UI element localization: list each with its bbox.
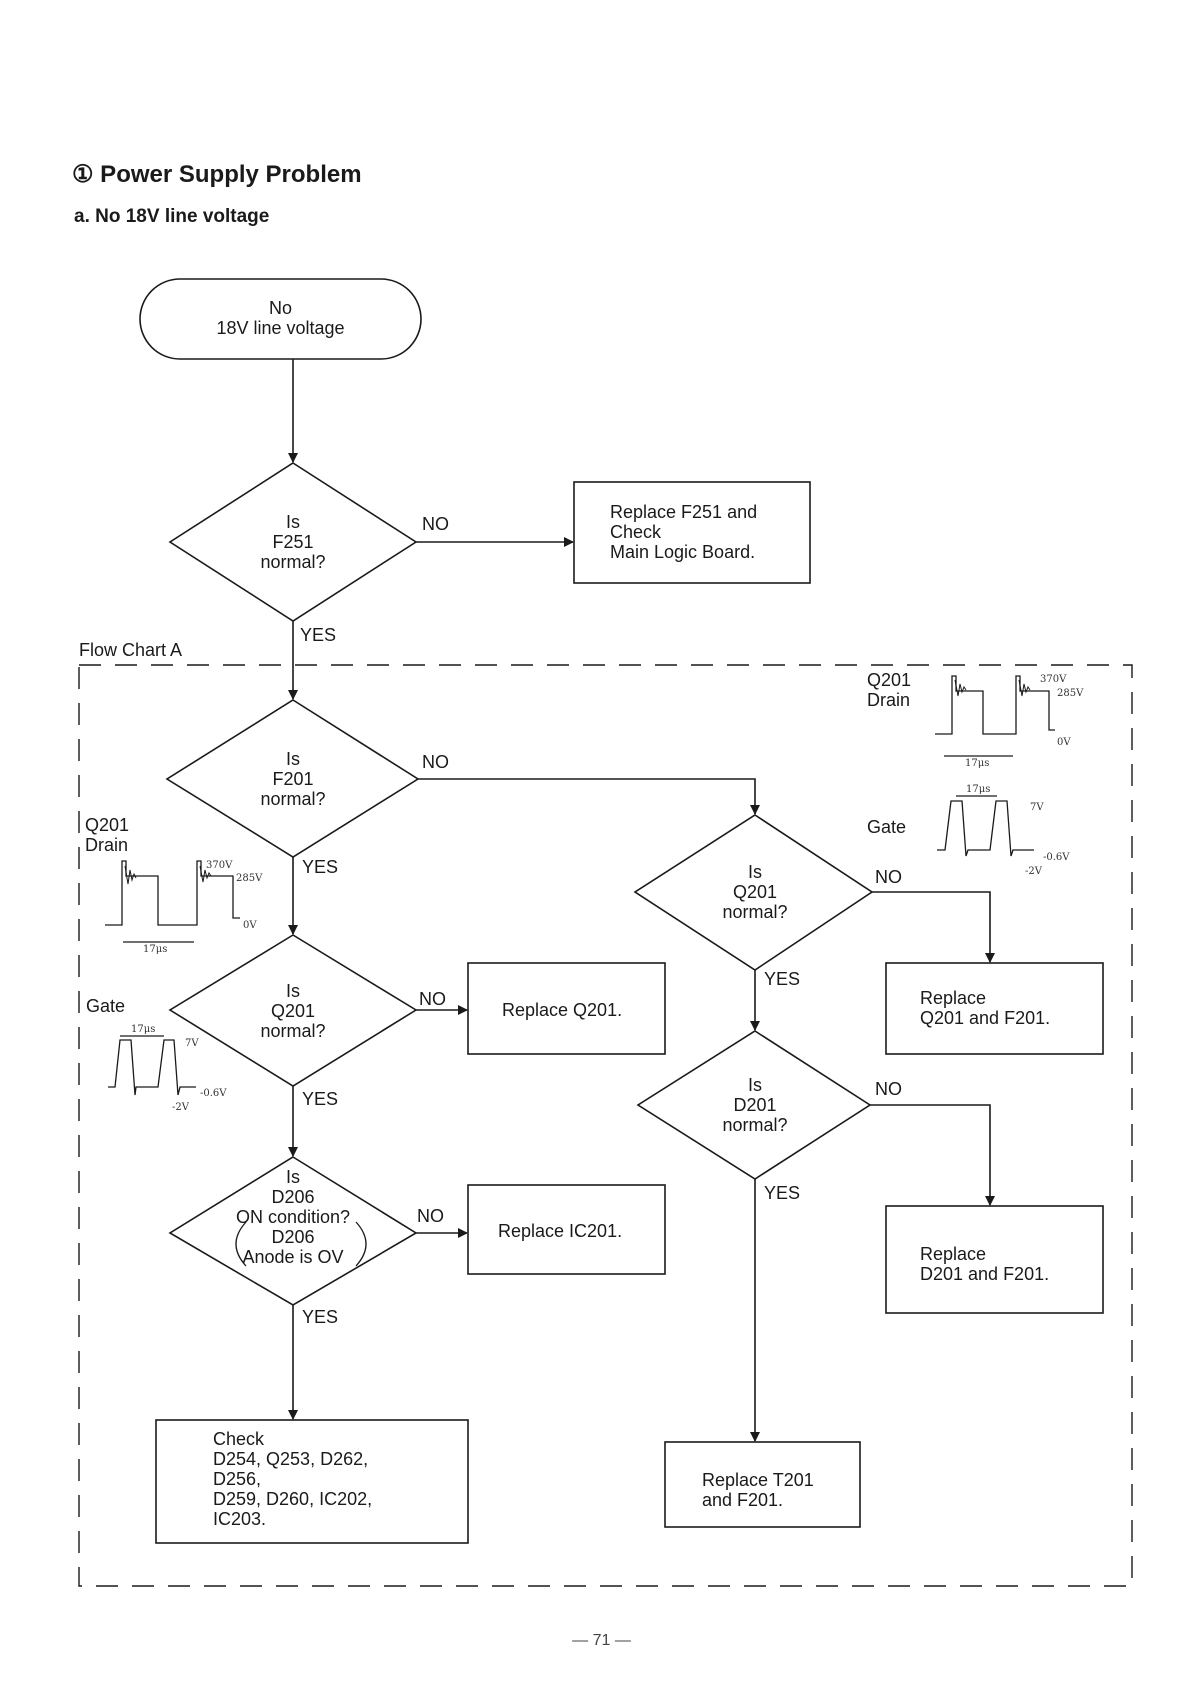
action-replace-t201-f201-box bbox=[664, 1441, 861, 1528]
branch-label-d201-no: NO bbox=[875, 1079, 902, 1099]
gate-high-right: 7V bbox=[1030, 802, 1044, 813]
branch-label-d201-yes: YES bbox=[764, 1183, 801, 1203]
gate-low-left: -0.6V bbox=[200, 1088, 227, 1099]
paren-left bbox=[235, 1221, 247, 1267]
drain-period-left: 17μs bbox=[143, 944, 168, 955]
action-replace-t201-f201-label: Replace T201 and F201. bbox=[702, 1470, 814, 1510]
branch-label-f251-yes: YES bbox=[300, 625, 337, 645]
connector-q201-right-no bbox=[872, 891, 995, 963]
gate-spike-left: -2V bbox=[172, 1102, 189, 1113]
action-replace-q201-f201-label: Replace Q201 and F201. bbox=[920, 988, 1051, 1028]
action-replace-q201-f201-box bbox=[885, 962, 1104, 1055]
decision-q201-left-label: Is Q201 normal? bbox=[260, 981, 326, 1041]
drain-level-left: 285V bbox=[236, 873, 263, 884]
drain-level-right: 285V bbox=[1057, 688, 1084, 699]
flow-chart-a-region bbox=[78, 664, 1133, 1587]
branch-label-d206-no: NO bbox=[417, 1206, 444, 1226]
page-number: — 71 — bbox=[572, 1632, 631, 1649]
drain-peak-right: 370V bbox=[1040, 674, 1067, 685]
gate-spike-right: -2V bbox=[1025, 866, 1042, 877]
drain-label-left: Q201 Drain bbox=[85, 815, 130, 855]
drain-label-right: Q201 Drain bbox=[867, 670, 912, 710]
decision-f201-label: Is F201 normal? bbox=[260, 749, 326, 809]
branch-label-f201-yes: YES bbox=[302, 857, 339, 877]
branch-label-f251-no: NO bbox=[422, 514, 449, 534]
connector-f201-no bbox=[418, 778, 760, 815]
branch-label-q201-right-no: NO bbox=[875, 867, 902, 887]
drain-low-left: 0V bbox=[243, 920, 257, 931]
branch-label-d206-yes: YES bbox=[302, 1307, 339, 1327]
connector-d201-no bbox=[870, 1104, 995, 1206]
section-subtitle: a. No 18V line voltage bbox=[74, 206, 270, 227]
action-replace-f251-box bbox=[573, 481, 811, 584]
action-replace-q201-box bbox=[467, 962, 666, 1055]
decision-f251-label: Is F251 normal? bbox=[260, 512, 326, 572]
action-replace-d201-f201-box bbox=[885, 1205, 1104, 1314]
action-replace-q201-label: Replace Q201. bbox=[502, 1000, 623, 1020]
drain-waveform-left bbox=[105, 860, 240, 943]
action-check-list-box bbox=[155, 1419, 469, 1544]
gate-waveform-right bbox=[937, 795, 1034, 857]
section-title: ① Power Supply Problem bbox=[72, 161, 362, 188]
gate-high-left: 7V bbox=[185, 1038, 199, 1049]
start-terminal bbox=[139, 278, 422, 360]
gate-label-right: Gate bbox=[867, 817, 907, 837]
drain-period-right: 17μs bbox=[965, 758, 990, 769]
branch-label-q201-left-no: NO bbox=[419, 989, 446, 1009]
action-check-list-label: Check D254, Q253, D262, D256, D259, D260… bbox=[213, 1429, 373, 1529]
action-replace-d201-f201-label: Replace D201 and F201. bbox=[920, 1244, 1050, 1284]
start-terminal-label: No 18V line voltage bbox=[216, 298, 345, 338]
decision-d201-label: Is D201 normal? bbox=[722, 1075, 788, 1135]
decision-q201-right-label: Is Q201 normal? bbox=[722, 862, 788, 922]
paren-right bbox=[355, 1221, 367, 1267]
branch-label-q201-left-yes: YES bbox=[302, 1089, 339, 1109]
decision-d206-label: Is D206 ON condition? D206 Anode is OV bbox=[235, 1167, 351, 1267]
gate-period-right: 17μs bbox=[966, 784, 991, 795]
gate-waveform-left bbox=[108, 1035, 196, 1096]
action-replace-f251-label: Replace F251 and Check Main Logic Board. bbox=[610, 502, 758, 562]
branch-label-f201-no: NO bbox=[422, 752, 449, 772]
gate-label-left: Gate bbox=[86, 996, 126, 1016]
gate-low-right: -0.6V bbox=[1043, 852, 1070, 863]
action-replace-ic201-label: Replace IC201. bbox=[498, 1221, 623, 1241]
flow-chart-a-label: Flow Chart A bbox=[79, 640, 183, 660]
drain-peak-left: 370V bbox=[206, 860, 233, 871]
gate-period-left: 17μs bbox=[131, 1024, 156, 1035]
drain-waveform-right bbox=[935, 675, 1055, 757]
branch-label-q201-right-yes: YES bbox=[764, 969, 801, 989]
action-replace-ic201-box bbox=[467, 1184, 666, 1275]
drain-low-right: 0V bbox=[1057, 737, 1071, 748]
